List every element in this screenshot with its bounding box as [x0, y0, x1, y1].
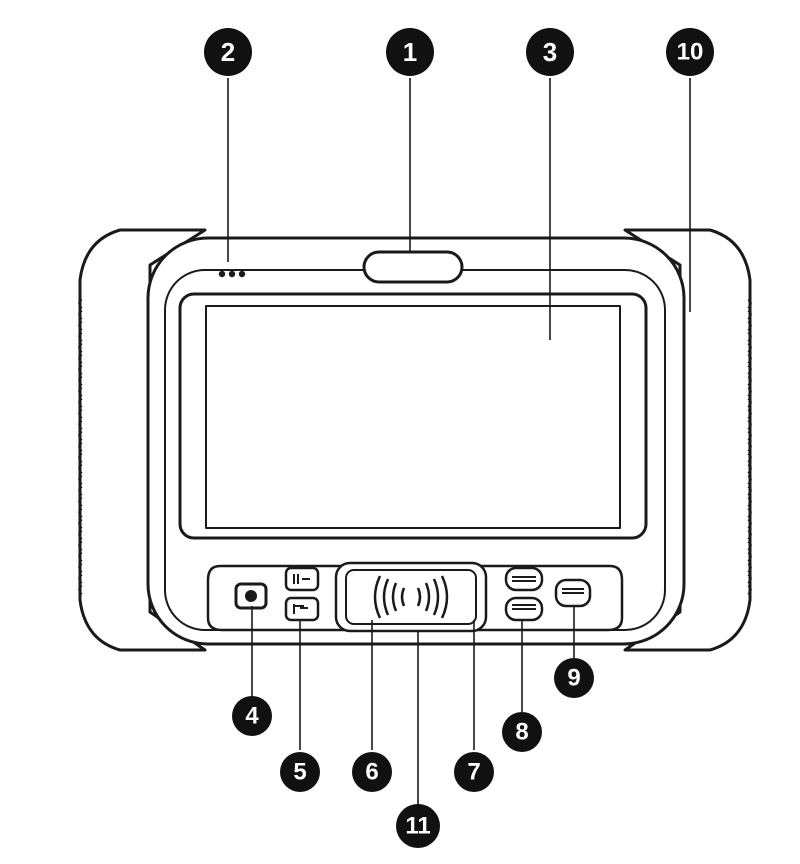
grip-ridge — [78, 585, 83, 595]
grip-ridge — [747, 398, 752, 408]
grip-ridge — [747, 332, 752, 342]
svg-text:3: 3 — [543, 37, 557, 67]
grip-ridge — [747, 343, 752, 353]
svg-text:6: 6 — [365, 759, 378, 786]
callout-9: 9 — [554, 658, 594, 698]
device-outline — [78, 228, 752, 652]
f-upper-glyph — [293, 574, 310, 584]
grip-ridge — [78, 442, 83, 452]
right-grip — [623, 228, 752, 652]
nav-button-upper — [504, 566, 544, 592]
grip-ridge — [78, 387, 83, 397]
callout-2: 2 — [204, 28, 252, 76]
svg-text:4: 4 — [245, 703, 259, 730]
svg-text:11: 11 — [405, 813, 430, 840]
card-reader-window — [345, 569, 477, 625]
grip-ridge — [747, 376, 752, 386]
grip-ridge — [747, 387, 752, 397]
grip-ridge — [78, 409, 83, 419]
grip-ridge — [747, 497, 752, 507]
grip-ridge — [747, 365, 752, 375]
nfc-wave-icon — [373, 575, 449, 619]
callout-1: 1 — [386, 28, 434, 76]
left-grip — [78, 228, 207, 652]
nav-upper-glyph — [512, 576, 536, 582]
grip-ridge — [747, 409, 752, 419]
f-lower-glyph — [293, 604, 308, 614]
grip-ridge — [747, 354, 752, 364]
grip-ridge — [78, 453, 83, 463]
grip-ridge — [78, 343, 83, 353]
grip-ridge — [747, 519, 752, 529]
grip-ridge — [747, 453, 752, 463]
grip-ridge — [747, 541, 752, 551]
grip-ridge — [747, 299, 752, 309]
grip-ridge — [78, 563, 83, 573]
grip-ridge — [78, 365, 83, 375]
svg-text:9: 9 — [567, 665, 580, 692]
grip-ridge — [78, 332, 83, 342]
grip-ridge — [78, 486, 83, 496]
grip-ridge — [747, 431, 752, 441]
indicator-dot — [228, 270, 236, 278]
grip-ridge — [747, 552, 752, 562]
svg-text:8: 8 — [515, 719, 528, 746]
grip-ridge — [78, 431, 83, 441]
svg-text:1: 1 — [403, 37, 417, 67]
grip-ridge — [747, 321, 752, 331]
grip-ridge — [78, 541, 83, 551]
callout-11: 11 — [396, 804, 440, 848]
grip-ridge — [78, 530, 83, 540]
grip-ridge — [747, 464, 752, 474]
callout-6: 6 — [352, 752, 392, 792]
button-glyphs — [293, 574, 584, 614]
indicator-dot — [218, 270, 226, 278]
svg-text:2: 2 — [221, 37, 235, 67]
grip-ridge — [747, 442, 752, 452]
grip-ridge — [78, 310, 83, 320]
indicator-dot — [238, 270, 246, 278]
callout-4: 4 — [232, 696, 272, 736]
grip-ridge — [78, 464, 83, 474]
grip-ridge — [747, 508, 752, 518]
callout-3: 3 — [526, 28, 574, 76]
grip-ridge — [747, 475, 752, 485]
callout-7: 7 — [454, 752, 494, 792]
svg-text:7: 7 — [467, 759, 480, 786]
grip-ridge — [78, 376, 83, 386]
grip-ridge — [78, 475, 83, 485]
grip-ridge — [78, 321, 83, 331]
grip-ridge — [747, 563, 752, 573]
callouts: 1 2 3 4 5 6 7 8 9 10 11 — [204, 28, 714, 848]
callout-5: 5 — [280, 752, 320, 792]
grip-ridge — [78, 519, 83, 529]
grip-ridge — [747, 486, 752, 496]
single-glyph — [562, 588, 584, 594]
grip-ridge — [747, 420, 752, 430]
top-slot — [362, 250, 464, 284]
callout-10: 10 — [666, 28, 714, 76]
grip-ridge — [78, 508, 83, 518]
grip-ridge — [78, 420, 83, 430]
grip-ridge — [78, 574, 83, 584]
right-grip-ridges — [747, 299, 752, 595]
grip-ridge — [78, 552, 83, 562]
power-icon — [245, 590, 257, 602]
grip-ridge — [747, 310, 752, 320]
grip-ridge — [747, 585, 752, 595]
leader-lines — [227, 78, 691, 805]
svg-text:5: 5 — [293, 759, 306, 786]
svg-text:10: 10 — [677, 39, 704, 66]
grip-ridge — [78, 299, 83, 309]
grip-ridge — [78, 354, 83, 364]
grip-ridge — [78, 398, 83, 408]
nav-lower-glyph — [512, 604, 536, 610]
grip-ridge — [747, 530, 752, 540]
callout-8: 8 — [502, 712, 542, 752]
grip-ridge — [747, 574, 752, 584]
left-grip-ridges — [78, 299, 83, 595]
screen — [205, 305, 621, 529]
grip-ridge — [78, 497, 83, 507]
